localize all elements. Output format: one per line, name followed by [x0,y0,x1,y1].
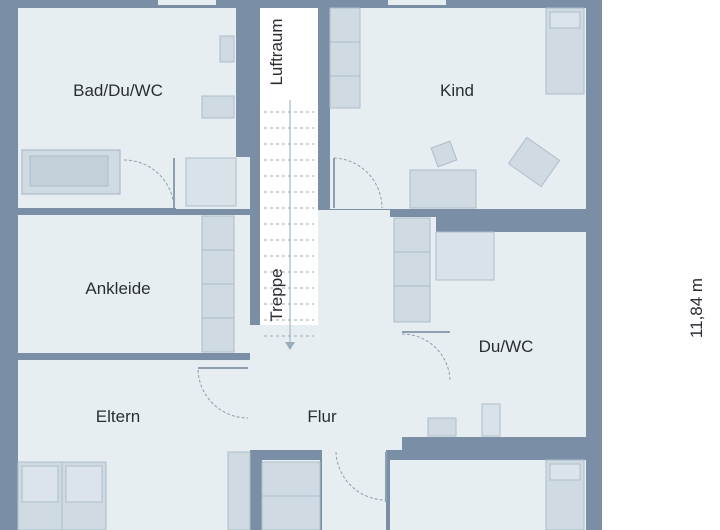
eltern-pillow-right [65,465,103,503]
du-wc-shower [435,231,495,281]
label-kind: Kind [440,81,474,100]
toilet [219,35,235,63]
treppe-floor [260,98,318,352]
kind-desk [409,169,477,209]
door-leafs [173,158,450,502]
label-eltern: Eltern [96,407,140,426]
sink [201,95,235,119]
eltern-wardrobe [227,451,251,530]
staircase [264,100,314,346]
du-wc-wardrobe [393,217,431,323]
stair-arrow [285,342,295,350]
flur-upper-floor [318,210,390,450]
kind-pillow [549,11,581,29]
label-treppe: Treppe [267,268,286,321]
dimension-height: 11,84 m [687,278,706,338]
label-du-wc: Du/WC [479,337,534,356]
bathtub-inner [29,155,109,187]
luftraum-floor [260,8,318,98]
label-luftraum: Luftraum [267,18,286,85]
flur-lower-floor [322,450,386,530]
label-flur: Flur [307,407,337,426]
door-swings [123,157,451,501]
window-top-left [158,0,216,5]
bottom-right-pillow [549,463,581,481]
label-bad: Bad/Du/WC [73,81,163,100]
shower [185,157,237,207]
kind-armchair [507,136,561,188]
label-ankleide: Ankleide [85,279,150,298]
window-top-right [388,0,446,5]
kind-shelf [329,7,361,109]
kind-chair [430,140,458,168]
du-wc-toilet [481,403,501,437]
eltern-pillow-left [21,465,59,503]
du-wc-sink [427,417,457,437]
